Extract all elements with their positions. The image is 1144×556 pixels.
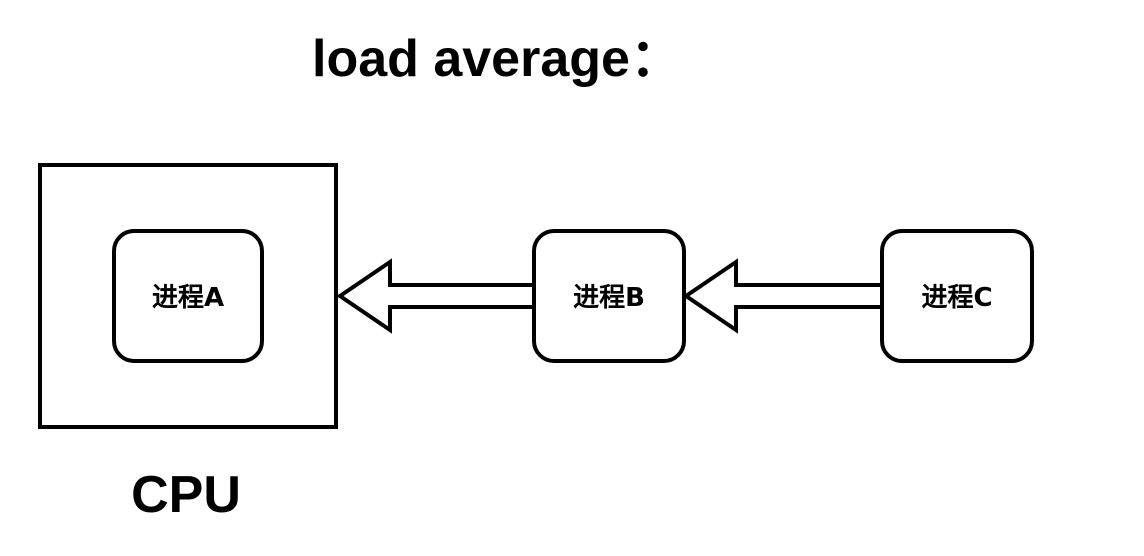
process-b-box [532, 229, 686, 363]
arrow-c-to-b [682, 258, 882, 334]
process-c-label: 进程C [921, 283, 992, 313]
process-a-label: 进程A [152, 283, 224, 313]
process-c-box [880, 229, 1034, 363]
cpu-label: CPU [131, 466, 241, 524]
arrow-b-to-cpu [336, 258, 534, 334]
diagram-title: load average： [312, 30, 682, 88]
process-a-box [112, 229, 264, 363]
process-b-label: 进程B [573, 283, 645, 313]
